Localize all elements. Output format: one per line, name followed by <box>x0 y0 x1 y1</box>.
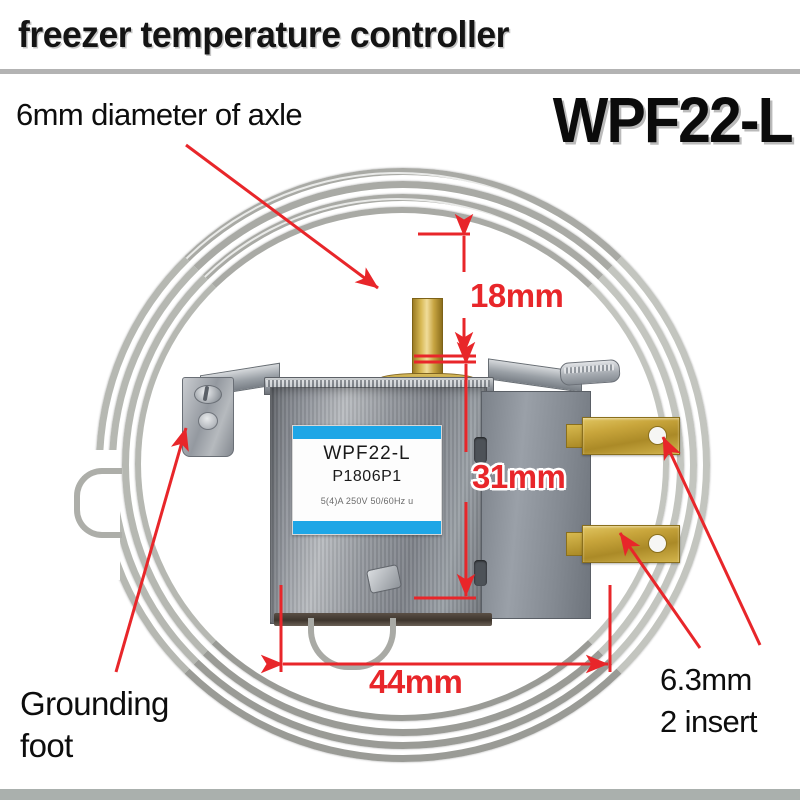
dimension-label-44mm: 44mm <box>369 663 463 700</box>
spade-terminal-hole-bottom <box>648 534 667 553</box>
dimension-label-18mm: 18mm <box>470 277 564 314</box>
header-divider <box>0 69 800 74</box>
label-band-top <box>293 426 441 439</box>
callout-insert-size: 6.3mm <box>660 662 752 697</box>
capillary-tube-end <box>74 468 122 538</box>
grounding-foot-hole <box>198 412 218 430</box>
page-title: freezer temperature controller <box>18 14 509 55</box>
spade-terminal-hole-top <box>648 426 667 445</box>
body-top-knurl <box>266 380 490 387</box>
callout-axle-diameter: 6mm diameter of axle <box>16 97 303 132</box>
plastic-housing-notch-bottom <box>474 560 487 586</box>
product-label: WPF22-L P1806P1 5(4)A 250V 50/60Hz u <box>292 425 442 535</box>
brass-axle-shaft <box>412 298 443 384</box>
callout-grounding-foot-line1: Grounding <box>20 685 169 722</box>
callout-grounding-foot-line2: foot <box>20 727 73 764</box>
callout-insert-count: 2 insert <box>660 704 757 739</box>
label-rating-text: 5(4)A 250V 50/60Hz u <box>320 496 414 506</box>
label-band-bottom <box>293 521 441 534</box>
model-code-heading: WPF22-L <box>553 84 794 156</box>
plastic-housing-notch-top <box>474 437 487 463</box>
dimension-label-31mm: 31mm <box>472 458 566 495</box>
footer-bar <box>0 789 800 800</box>
label-part-number: P1806P1 <box>332 468 402 485</box>
label-model-text: WPF22-L <box>323 443 411 464</box>
grounding-foot-screw <box>194 385 222 404</box>
